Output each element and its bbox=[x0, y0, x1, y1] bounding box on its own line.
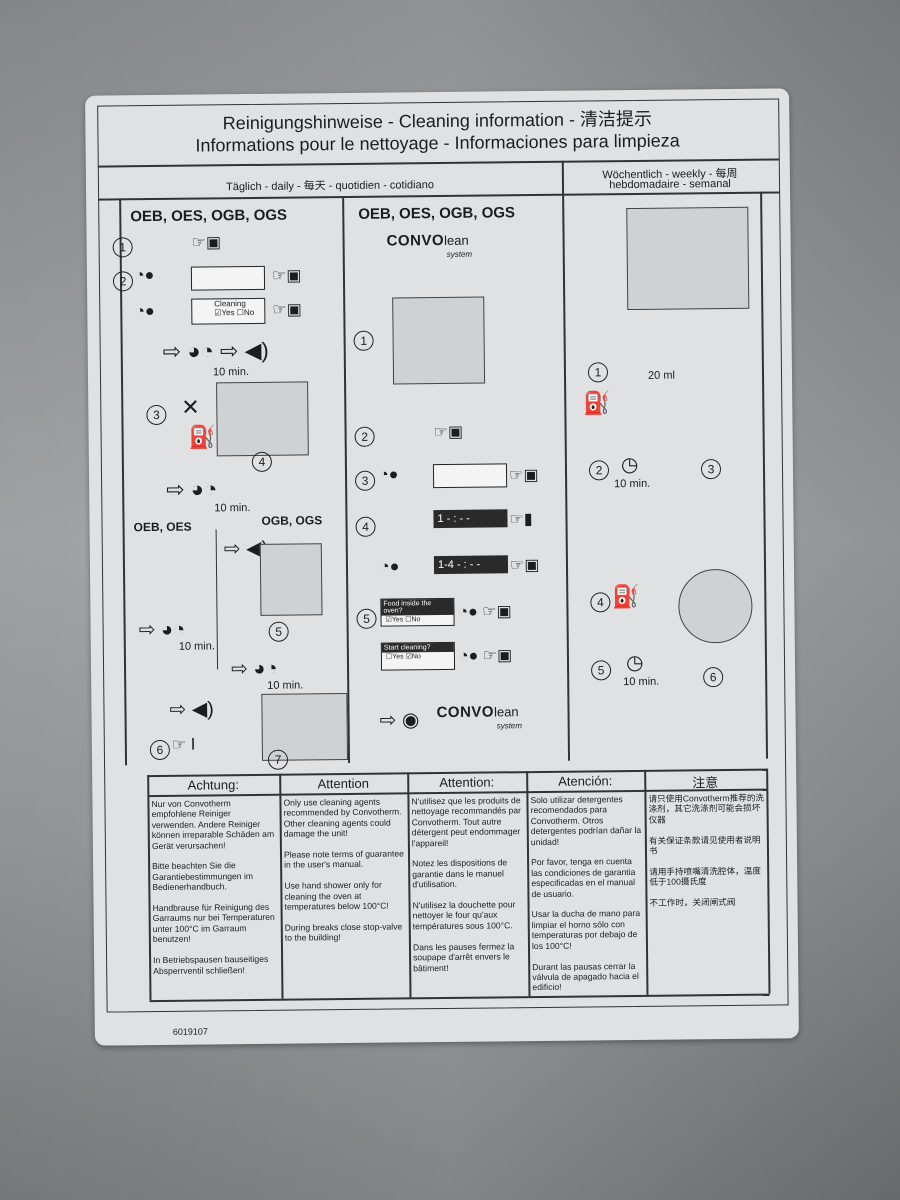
col2-knob-confirm-icon-2: ◔● ☞▣ bbox=[458, 647, 513, 665]
part-number: 6019107 bbox=[172, 1026, 208, 1037]
warning-text-en: Only use cleaning agents recommended by … bbox=[283, 796, 404, 943]
col3-clock-icon-2: ◷ bbox=[625, 651, 644, 675]
hand-confirm-icon-2: ☞▣ bbox=[272, 301, 302, 319]
col1-time-b: 10 min. bbox=[214, 502, 251, 515]
col3-dose: 20 ml bbox=[647, 369, 675, 382]
col1-sub-left: OEB, OES bbox=[133, 519, 192, 535]
col1-time-a: 10 min. bbox=[212, 366, 250, 379]
col2-step-5: 5 bbox=[356, 608, 377, 629]
col1-models: OEB, OES, OGB, OGS bbox=[130, 206, 288, 226]
arrow-cycle-icon: ⇨ ◉ bbox=[379, 709, 420, 732]
arrow-clock-icon-3: ⇨ ◕◔ bbox=[230, 657, 278, 681]
convoclean-logo: CONVOlean system bbox=[386, 231, 473, 259]
col1-time-d: 10 min. bbox=[267, 679, 304, 692]
col1-time-c: 10 min. bbox=[178, 640, 215, 653]
warning-head-es: Atención: bbox=[558, 773, 613, 789]
warning-head-en: Attention bbox=[317, 775, 369, 792]
col3-spray-icon: ⛽ bbox=[583, 390, 611, 416]
col3-clock-icon: ◷ bbox=[620, 453, 639, 477]
col2-hand-confirm-icon: ☞▣ bbox=[508, 466, 539, 485]
warning-head-zh: 注意 bbox=[692, 775, 719, 791]
warning-head-de: Achtung: bbox=[187, 777, 240, 793]
col3-step-2: 2 bbox=[588, 460, 610, 481]
col2-display-2: 1-4 - : - - bbox=[433, 555, 509, 575]
hand-press-icon: ☞▣ bbox=[191, 234, 222, 252]
col2-step-3: 3 bbox=[354, 470, 376, 491]
cleaning-screen: Cleaning ☑Yes ☐No bbox=[191, 297, 266, 325]
col3-step-6: 6 bbox=[703, 667, 724, 688]
col2-step-1: 1 bbox=[353, 330, 374, 351]
col3-time-b: 10 min. bbox=[623, 675, 660, 689]
hand-confirm-icon: ☞▣ bbox=[271, 267, 302, 285]
oven-door-illustration bbox=[216, 381, 309, 457]
thermometer-icon: ☞▮ bbox=[509, 511, 533, 529]
col2-display-1: 1 - : - - bbox=[433, 509, 508, 529]
col2-knob-icon-2: ◔● bbox=[379, 558, 400, 576]
food-inside-screen: Food inside the oven? ☑Yes ☐No bbox=[380, 597, 455, 627]
hand-switch-icon: ☞ Ⅰ bbox=[171, 736, 196, 754]
warning-text-zh: 请只使用Convotherm推荐的洗涤剂，其它洗涤剂可能会损坏仪器 有关保证条款… bbox=[648, 792, 765, 908]
warning-text-fr: N'utilisez que les produits de nettoyage… bbox=[411, 795, 522, 973]
col2-hand-confirm-icon-2: ☞▣ bbox=[509, 556, 540, 575]
weekly-header-line-2: hebdomadaire - semanal bbox=[609, 177, 731, 192]
warning-text-es: Solo utilizar detergentes recomendados p… bbox=[530, 794, 642, 993]
col2-step-4: 4 bbox=[355, 516, 376, 537]
rotary-knob-icon: ◔● bbox=[134, 266, 155, 285]
warning-head-fr: Attention: bbox=[439, 774, 495, 791]
arrow-clock-sequence: ⇨ ◕◔ ⇨ ◀) bbox=[162, 337, 269, 364]
arrow-clock-icon-2: ⇨ ◕◔ bbox=[138, 618, 186, 642]
start-cleaning-screen: Start cleaning? ☐Yes ☑No bbox=[380, 641, 456, 671]
oven-side-illustration bbox=[626, 206, 750, 311]
drain-filter-illustration bbox=[259, 543, 323, 616]
convoclean-logo-2: CONVOlean system bbox=[436, 703, 523, 731]
col2-knob-confirm-icon: ◔● ☞▣ bbox=[458, 603, 512, 621]
cleaning-yes-no: ☑Yes ☐No bbox=[214, 307, 255, 318]
step-1-number: 1 bbox=[112, 237, 133, 258]
step-3-number: 3 bbox=[146, 404, 167, 426]
step-4-number-col1: 4 bbox=[251, 451, 272, 472]
col2-knob-icon: ◔● bbox=[378, 466, 399, 484]
step-2-number: 2 bbox=[112, 271, 134, 292]
cleaning-instructions-label: Reinigungshinweise - Cleaning informatio… bbox=[85, 88, 799, 1046]
rotary-knob-icon-2: ◔● bbox=[135, 302, 155, 321]
warning-text-de: Nur von Convotherm empfohlene Reiniger v… bbox=[151, 798, 275, 976]
step-7-number: 7 bbox=[267, 749, 289, 770]
col2-step-2: 2 bbox=[354, 426, 375, 447]
cleaner-tank-illustration bbox=[392, 296, 486, 385]
spray-bottle-icon: ⛽ bbox=[188, 424, 217, 450]
col3-step-1: 1 bbox=[587, 362, 609, 383]
col3-spray-icon-2: ⛽ bbox=[612, 583, 640, 610]
col3-step-5: 5 bbox=[590, 660, 612, 681]
no-spray-icon: ✕ bbox=[181, 394, 200, 420]
arrow-speaker-icon-2: ⇨ ◀) bbox=[169, 698, 214, 721]
col3-step-4: 4 bbox=[590, 592, 611, 613]
fan-illustration bbox=[678, 568, 753, 644]
col2-hand-press-icon: ☞▣ bbox=[433, 423, 464, 442]
arrow-clock-icon: ⇨ ◕◔ bbox=[166, 476, 218, 502]
col2-screens bbox=[432, 463, 508, 489]
col2-models: OEB, OES, OGB, OGS bbox=[358, 204, 516, 223]
col3-step-3: 3 bbox=[700, 459, 722, 480]
step-6-number: 6 bbox=[149, 739, 171, 761]
col3-time-a: 10 min. bbox=[614, 477, 651, 491]
col1-sub-right: OGB, OGS bbox=[261, 513, 323, 528]
step-5-number-col1: 5 bbox=[268, 621, 289, 642]
display-screens bbox=[190, 265, 266, 291]
